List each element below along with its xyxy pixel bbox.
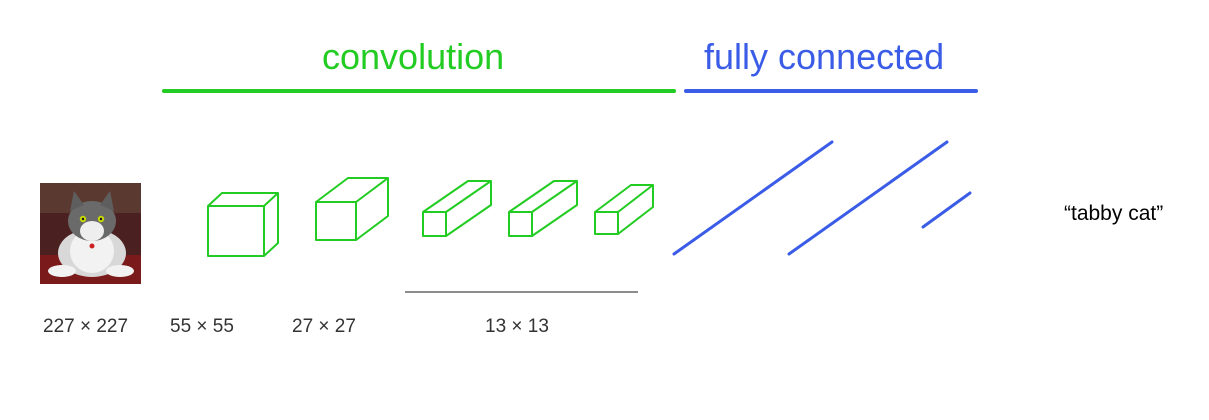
cat-photo-icon xyxy=(40,183,141,284)
fully-connected-bar xyxy=(684,89,978,93)
fc7-line xyxy=(787,140,949,256)
conv2-cuboid-icon xyxy=(315,177,389,241)
input-size-label: 227 × 227 xyxy=(43,316,129,337)
fc8-line xyxy=(921,191,972,229)
conv1-size-label: 55 × 55 xyxy=(170,316,234,337)
fully-connected-title: fully connected xyxy=(704,36,945,77)
conv1-cuboid-icon xyxy=(207,192,279,257)
fc6-line xyxy=(672,140,834,256)
convolution-bar xyxy=(162,89,676,93)
conv2-size-label: 27 × 27 xyxy=(292,316,356,337)
output-label: “tabby cat” xyxy=(1064,202,1164,225)
convolution-title: convolution xyxy=(322,36,505,77)
conv345-size-label: 13 × 13 xyxy=(485,316,549,337)
conv3-cuboid-icon xyxy=(422,180,492,237)
conv4-cuboid-icon xyxy=(508,180,578,237)
conv5-cuboid-icon xyxy=(594,184,654,235)
